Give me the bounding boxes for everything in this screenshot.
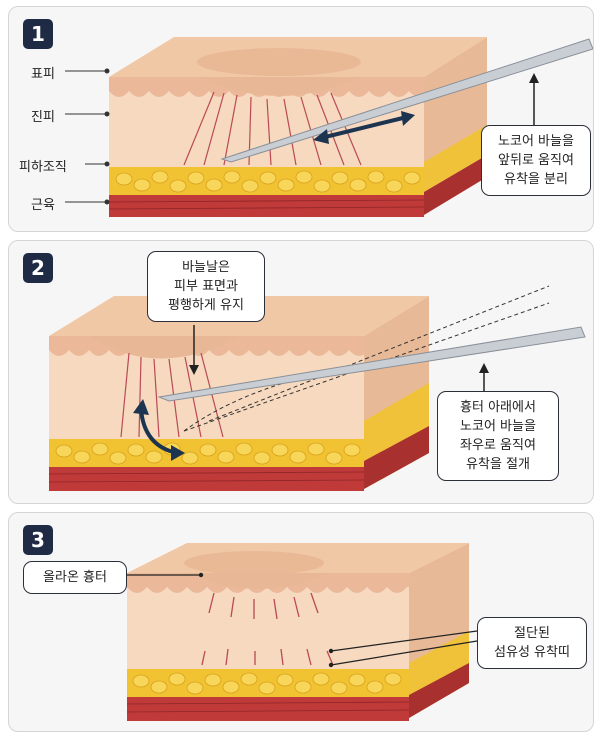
callout-line: 유착을 절개 <box>466 457 530 472</box>
callout-keep-bevel-parallel: 바늘날은 피부 표면과 평행하게 유지 <box>147 251 265 322</box>
panel-1: 1 표피 진피 피하조직 근육 노코어 바늘을 앞뒤로 움직여 유착을 분리 <box>8 6 594 232</box>
callout-line: 앞뒤로 움직여 <box>498 153 574 168</box>
step-number-badge: 1 <box>23 19 53 49</box>
callout-line: 흉터 아래에서 <box>460 400 536 415</box>
callout-line: 바늘날은 <box>182 260 230 275</box>
skin-block-illustration-3 <box>117 543 478 721</box>
callout-cut-adhesions: 흉터 아래에서 노코어 바늘을 좌우로 움직여 유착을 절개 <box>437 391 559 481</box>
callout-line: 올라온 흉터 <box>43 570 107 585</box>
callout-line: 섬유성 유착띠 <box>494 645 570 660</box>
panel-2: 2 바늘날은 피부 표면과 평행하게 유지 흉터 아래에서 노코어 바늘을 좌우… <box>8 240 594 504</box>
label-epidermis: 표피 <box>31 67 55 82</box>
callout-line: 절단된 <box>514 626 550 641</box>
callout-line: 노코어 바늘을 <box>498 134 574 149</box>
step-number-badge: 2 <box>23 253 53 283</box>
label-dermis: 진피 <box>31 110 55 125</box>
callout-line: 유착을 분리 <box>504 172 568 187</box>
label-muscle: 근육 <box>31 198 55 213</box>
label-subcutis: 피하조직 <box>19 160 67 175</box>
panel-3: 3 올라온 흉터 절단된 섬유성 유착띠 <box>8 512 594 732</box>
callout-raised-scar: 올라온 흉터 <box>23 561 127 594</box>
callout-cut-fibrous-bands: 절단된 섬유성 유착띠 <box>477 617 587 669</box>
callout-line: 평행하게 유지 <box>168 298 244 313</box>
callout-separate-adhesions: 노코어 바늘을 앞뒤로 움직여 유착을 분리 <box>481 125 591 196</box>
callout-line: 피부 표면과 <box>174 279 238 294</box>
step-number-badge: 3 <box>23 525 53 555</box>
callout-line: 노코어 바늘을 <box>460 419 536 434</box>
callout-line: 좌우로 움직여 <box>460 438 536 453</box>
skin-block-illustration-1 <box>65 37 593 217</box>
